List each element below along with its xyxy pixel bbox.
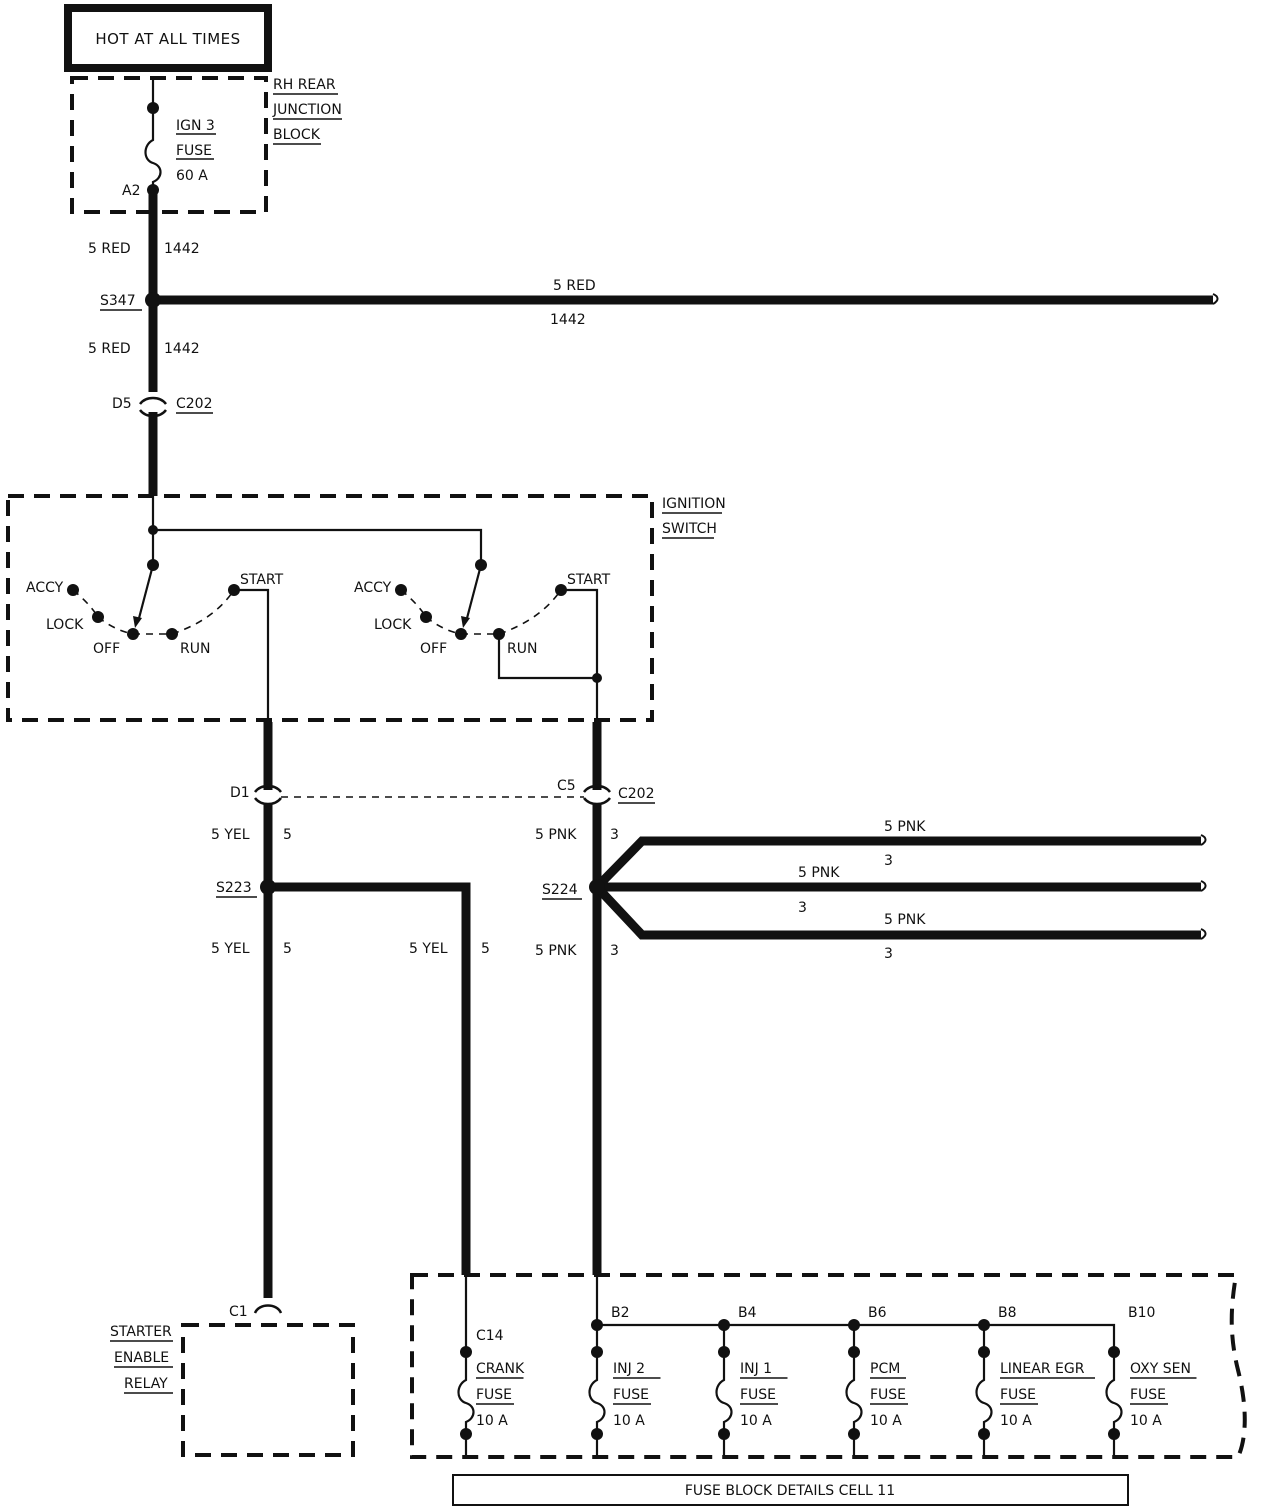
fuse-name: INJ 2 [613, 1361, 645, 1377]
wire-1442-circuit-upper: 1442 [164, 241, 200, 257]
wire-1442-color-lower: 5 RED [88, 341, 131, 357]
fuse-terminal: C14 [476, 1328, 504, 1344]
wire-pnk-branch1-circuit: 3 [884, 853, 893, 869]
wire-1442-circuit-lower: 1442 [164, 341, 200, 357]
switch2-start: START [567, 572, 611, 588]
wire-1442-circuit-right: 1442 [550, 312, 586, 328]
wire-pnk-circuit-upper: 3 [610, 827, 619, 843]
ignition-switch: IGNITION SWITCH ACCY LOCK OFF RUN START [6, 494, 726, 722]
junction-block-label-1: RH REAR [273, 77, 336, 93]
fuse-name: CRANK [476, 1361, 525, 1377]
ign3-fuse-name: IGN 3 [176, 118, 215, 134]
fuse-type: FUSE [613, 1387, 649, 1403]
wire-1442: 5 RED 1442 S347 5 RED 1442 5 RED 1442 D5… [88, 190, 1219, 496]
connector-c202-lower: D1 C5 C202 [230, 722, 655, 806]
relay-label-1: STARTER [110, 1324, 172, 1340]
relay-label-2: ENABLE [114, 1350, 169, 1366]
fuse-name: LINEAR EGR [1000, 1361, 1085, 1377]
ign3-fuse-type: FUSE [176, 143, 212, 159]
fuse-type: FUSE [740, 1387, 776, 1403]
fuse-rating: 10 A [870, 1413, 902, 1429]
starter-enable-relay: C1 STARTER ENABLE RELAY [110, 1304, 355, 1457]
wire-pnk-branch1-color: 5 PNK [884, 819, 926, 835]
switch1-lock: LOCK [46, 617, 84, 633]
junction-block-label-2: JUNCTION [272, 102, 342, 118]
fuse-rating: 10 A [476, 1413, 508, 1429]
fuse-type: FUSE [476, 1387, 512, 1403]
fuse-type: FUSE [870, 1387, 906, 1403]
connector-c5-pin: C5 [557, 778, 576, 794]
fuse-rating: 10 A [1130, 1413, 1162, 1429]
footer-box: FUSE BLOCK DETAILS CELL 11 [452, 1474, 1129, 1506]
fuse-terminal: B6 [868, 1305, 887, 1321]
connector-c202-bottom: C202 [618, 786, 655, 802]
switch1-off: OFF [93, 641, 120, 657]
fuse-terminal: B4 [738, 1305, 757, 1321]
wire-1442-color-upper: 5 RED [88, 241, 131, 257]
footer-label: FUSE BLOCK DETAILS CELL 11 [685, 1483, 895, 1499]
splice-s223-label: S223 [216, 880, 252, 896]
switch2-lock: LOCK [374, 617, 412, 633]
wire-yel-circuit-branch: 5 [481, 941, 490, 957]
wire-pnk-circuit-lower: 3 [610, 943, 619, 959]
fuse-terminal: B2 [611, 1305, 630, 1321]
connector-d1-pin: D1 [230, 785, 250, 801]
fuse-rating: 10 A [740, 1413, 772, 1429]
ignition-switch-label-2: SWITCH [662, 521, 717, 537]
switch1-start: START [240, 572, 284, 588]
switch2-accy: ACCY [354, 580, 392, 596]
wire-pnk-color-upper: 5 PNK [535, 827, 577, 843]
ignition-switch-label-1: IGNITION [662, 496, 726, 512]
fuse-rating: 10 A [613, 1413, 645, 1429]
fuse-name: PCM [870, 1361, 900, 1377]
fuse-type: FUSE [1130, 1387, 1166, 1403]
wire-pnk-branch2-circuit: 3 [798, 900, 807, 916]
connector-d5-pin: D5 [112, 396, 132, 412]
wire-yel-color-upper: 5 YEL [211, 827, 250, 843]
hot-label: HOT AT ALL TIMES [95, 30, 240, 48]
wire-pnk-color-lower: 5 PNK [535, 943, 577, 959]
wire-pnk-branch2-color: 5 PNK [798, 865, 840, 881]
switch2-run: RUN [507, 641, 537, 657]
relay-connector-c1: C1 [229, 1304, 248, 1320]
wire-pnk-3: 5 PNK 3 S224 5 PNK 3 5 PNK 3 5 PNK 3 5 P… [535, 804, 1207, 1275]
splice-s224-label: S224 [542, 882, 578, 898]
wire-yel-circuit-upper: 5 [283, 827, 292, 843]
ign3-fuse-terminal: A2 [122, 183, 140, 199]
switch1-accy: ACCY [26, 580, 64, 596]
rh-rear-junction-block: RH REAR JUNCTION BLOCK IGN 3 FUSE 60 A A… [70, 76, 342, 214]
switch1-run: RUN [180, 641, 210, 657]
fuse-terminal: B8 [998, 1305, 1017, 1321]
wire-pnk-branch3-circuit: 3 [884, 946, 893, 962]
fuse-rating: 10 A [1000, 1413, 1032, 1429]
junction-block-label-3: BLOCK [273, 127, 321, 143]
splice-s347-label: S347 [100, 293, 136, 309]
wire-yel-circuit-lower: 5 [283, 941, 292, 957]
fuse-name: OXY SEN [1130, 1361, 1191, 1377]
fuse-type: FUSE [1000, 1387, 1036, 1403]
wire-yel-5: 5 YEL 5 S223 5 YEL 5 5 YEL 5 [211, 804, 490, 1298]
splice-s347-dot [145, 292, 161, 308]
ign3-fuse-rating: 60 A [176, 168, 208, 184]
fuse-name: INJ 1 [740, 1361, 772, 1377]
connector-c202-top: C202 [176, 396, 213, 412]
wire-1442-color-right: 5 RED [553, 278, 596, 294]
wire-yel-color-lower: 5 YEL [211, 941, 250, 957]
switch2-off: OFF [420, 641, 447, 657]
fuse-terminal: B10 [1128, 1305, 1155, 1321]
hot-at-all-times-box: HOT AT ALL TIMES [64, 4, 272, 72]
relay-label-3: RELAY [124, 1376, 168, 1392]
wire-pnk-branch3-color: 5 PNK [884, 912, 926, 928]
wire-yel-color-branch: 5 YEL [409, 941, 448, 957]
